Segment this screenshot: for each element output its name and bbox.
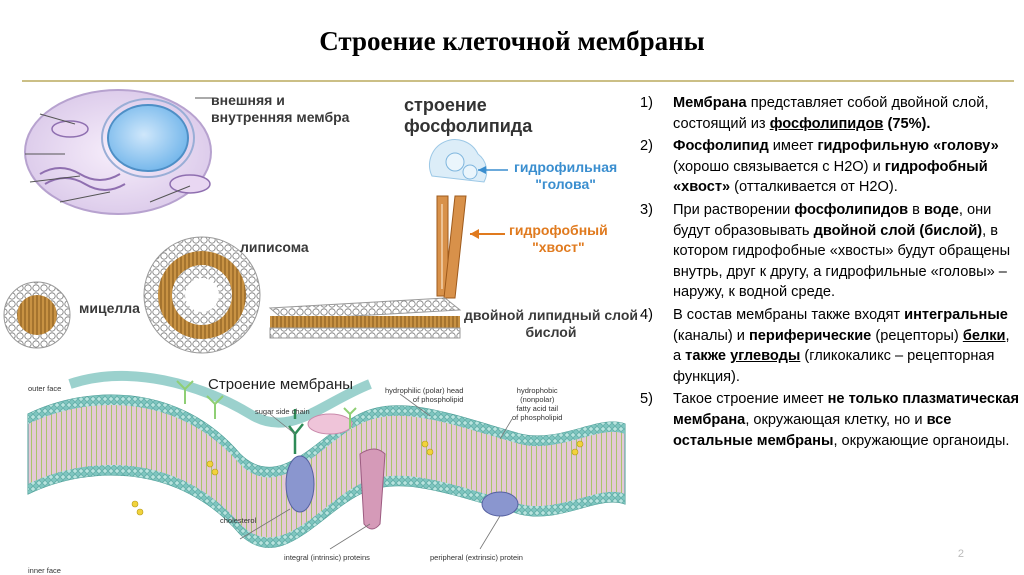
- outer-face-label: outer face: [28, 384, 62, 393]
- list-item-number: 4): [640, 306, 653, 323]
- list-item-text: фосфолипидов: [794, 201, 909, 218]
- phospholipid-structure-label: строение фосфолипида: [404, 95, 533, 136]
- list-item-text: гидрофобный «хвост»: [673, 158, 988, 196]
- bilayer-label: двойной липидный слой бислой: [464, 307, 638, 340]
- list-item-text: , а: [673, 327, 1010, 365]
- list-item-text: (отталкивается от Н2О).: [730, 179, 898, 196]
- membrane-figure: внешняя и внутренняя мембра строение фос…: [0, 84, 640, 575]
- list-item-text: (каналы) и: [673, 327, 749, 344]
- liposome-drawing: [143, 236, 261, 354]
- list-item-text: фосфолипидов: [769, 115, 884, 132]
- hydrophobic-tail-label: гидрофобный "хвост": [509, 222, 608, 255]
- list-item-text: Фосфолипид: [673, 138, 769, 155]
- outer-inner-membrane-label: внешняя и внутренняя мембра: [211, 92, 350, 125]
- list-item: 2) Фосфолипид имеет гидрофильную «голову»…: [640, 136, 1020, 198]
- list-item-text: Такое строение имеет: [673, 391, 828, 408]
- figure-drawing: [3, 89, 626, 550]
- bilayer-drawing: [268, 297, 462, 339]
- list-item-text: все остальные мембраны: [673, 411, 952, 449]
- sugar-side-chain-label: sugar side chain: [255, 407, 310, 416]
- list-item-text: белки: [962, 327, 1006, 344]
- list-item-text: не только плазматическая мембрана: [673, 391, 1019, 428]
- list-item-text: имеет: [768, 138, 818, 155]
- inner-face-label: inner face: [28, 566, 61, 575]
- list-item-text: углеводы: [730, 348, 801, 365]
- phospholipid-molecule: [429, 139, 508, 299]
- list-item-text: (хорошо связывается с Н2О) и: [673, 158, 885, 175]
- membrane-facts-list: 1) Мембрана представляет собой двойной сл…: [640, 93, 1020, 453]
- list-item-text: Мембрана: [673, 95, 747, 111]
- list-item: 5) Такое строение имеет не только плазмат…: [640, 389, 1020, 451]
- list-item-text: (75%).: [883, 115, 931, 132]
- list-item-text: (гликокаликс – рецепторная функция).: [673, 348, 995, 385]
- list-item-text: периферические: [748, 327, 872, 344]
- list-item-text: гидрофильную «голову»: [817, 138, 999, 155]
- list-item-text: двойной слой (бислой): [813, 222, 983, 239]
- list-item-number: 2): [640, 138, 653, 155]
- list-item-text: При растворении: [673, 201, 795, 218]
- hydrophilic-head-label: гидрофильная "голова": [514, 159, 618, 192]
- list-item-text: в: [908, 201, 924, 218]
- integral-proteins-label: integral (intrinsic) proteins: [284, 553, 370, 562]
- micelle-drawing: [3, 281, 71, 349]
- membrane-3d: [27, 370, 626, 550]
- list-item-text: , окружающая клетку, но и: [745, 411, 927, 428]
- title-divider: [22, 80, 1014, 82]
- hydrophobic-tail-diagram-label: hydrophobic (nonpolar) fatty acid tail o…: [512, 386, 563, 422]
- liposome-label: липисома: [240, 239, 309, 255]
- micelle-label: мицелла: [79, 300, 140, 316]
- list-item-text: , они будут образовывать: [673, 201, 992, 239]
- list-item-number: 3): [640, 201, 653, 218]
- peripheral-protein-label: peripheral (extrinsic) protein: [430, 553, 523, 562]
- list-item: 3) При растворении фосфолипидов в воде, о…: [640, 200, 1020, 303]
- list-item: 4) В состав мембраны также входят интегра…: [640, 305, 1020, 387]
- page-number: 2: [957, 548, 964, 560]
- list-item-number: 5): [640, 391, 653, 408]
- page-title: Строение клеточной мембраны: [319, 26, 705, 56]
- list-item-text: В состав мембраны также входят: [673, 306, 905, 323]
- list-item-text: (рецепторы): [871, 327, 963, 344]
- membrane-structure-label: Строение мембраны: [208, 376, 354, 393]
- hydrophilic-head-diagram-label: hydrophilic (polar) head of phospholipid: [385, 386, 464, 404]
- list-item-text: интегральные: [904, 306, 1008, 323]
- list-item-text: представляет собой двойной слой, состоящ…: [673, 95, 989, 132]
- cell-illustration: [24, 89, 212, 215]
- list-item-number: 1): [640, 95, 653, 111]
- cholesterol-label: cholesterol: [220, 516, 257, 525]
- list-item-text: также: [685, 348, 727, 365]
- list-item: 1) Мембрана представляет собой двойной сл…: [640, 93, 1020, 134]
- list-item-text: , в котором гидрофобные «хвосты» будут о…: [673, 222, 1011, 301]
- list-item-text: воде: [924, 201, 959, 218]
- list-item-text: , окружающие органоиды.: [833, 432, 1010, 449]
